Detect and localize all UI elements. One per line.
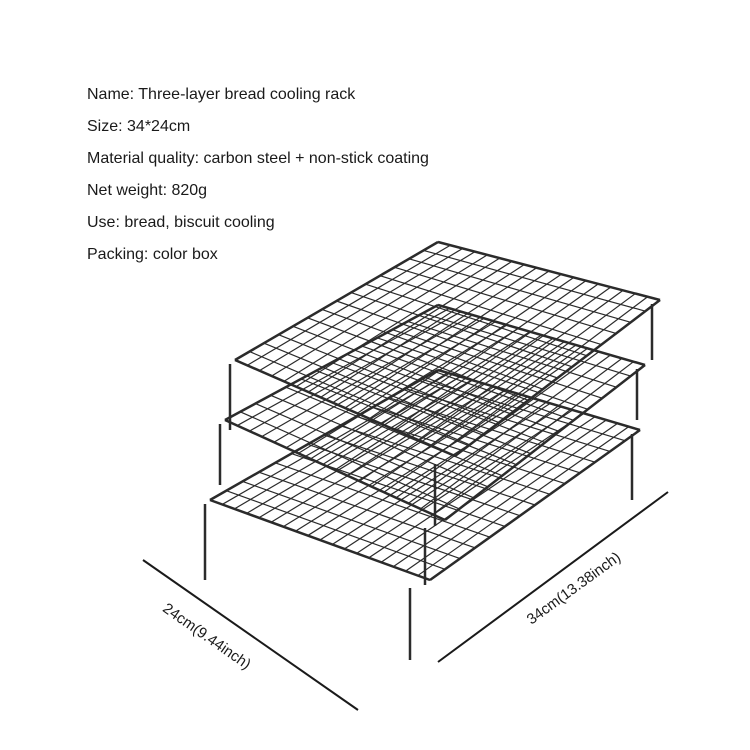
rack-frame — [454, 299, 661, 457]
rack-wire — [292, 325, 514, 412]
rack-wire — [239, 411, 460, 510]
rack-frame — [444, 364, 646, 521]
rack-frame — [234, 358, 456, 458]
rack-wire — [316, 370, 531, 455]
rack-wire — [300, 378, 517, 466]
rack-wire — [321, 308, 544, 390]
spec-material: Material quality: carbon steel + non-sti… — [87, 150, 429, 167]
rack-wire — [365, 283, 587, 357]
spec-packing: Packing: color box — [87, 246, 218, 263]
rack-wire — [407, 320, 617, 388]
rack-wire — [226, 490, 446, 570]
rack-wire — [249, 351, 470, 446]
rack-frame — [429, 428, 641, 582]
rack-wire — [270, 394, 489, 488]
length-dimension-line — [437, 491, 669, 663]
rack-wire — [346, 353, 560, 432]
rack-wire — [307, 317, 529, 401]
rack-frame — [234, 240, 439, 362]
rack-frame — [437, 303, 646, 367]
rack-wire — [394, 266, 617, 335]
spec-use: Use: bread, biscuit cooling — [87, 214, 275, 231]
rack-wire — [350, 292, 573, 368]
rack-wire — [361, 345, 574, 421]
rack-layers — [203, 240, 661, 660]
rack-wire — [408, 258, 631, 323]
rack-wire — [285, 386, 503, 477]
rack-wire — [422, 312, 631, 377]
rack-wire — [263, 342, 485, 435]
rack-wire — [392, 329, 603, 399]
spec-name: Name: Three-layer bread cooling rack — [87, 86, 356, 103]
rack-wire — [379, 275, 602, 346]
rack-wire — [331, 361, 546, 444]
rack-frame — [437, 240, 661, 302]
rack-wire — [307, 443, 521, 517]
rack-frame — [209, 368, 439, 502]
rack-frame — [224, 418, 446, 522]
spec-list: Name: Three-layer bread cooling rack Siz… — [87, 84, 429, 276]
rack-wire — [423, 249, 646, 312]
rack-frame — [209, 498, 431, 582]
rack-wire — [340, 425, 551, 495]
spec-weight: Net weight: 820g — [87, 182, 208, 199]
rack-wire — [258, 471, 476, 549]
rack-wire — [323, 434, 536, 506]
rack-wire — [336, 300, 558, 379]
rack-wire — [278, 334, 500, 424]
rack-wire — [255, 403, 474, 499]
spec-size: Size: 34*24cm — [87, 118, 191, 135]
width-dimension-line — [142, 559, 359, 711]
rack-wire — [274, 462, 491, 538]
